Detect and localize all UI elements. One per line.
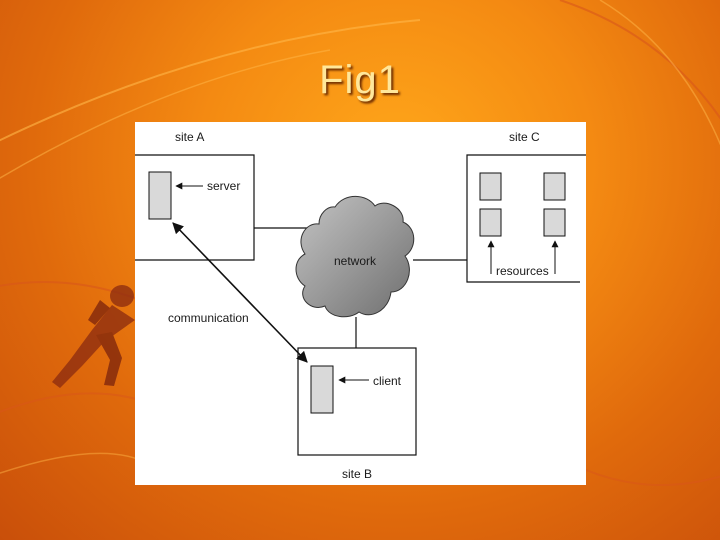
- resource-box: [543, 172, 566, 201]
- site-a-label: site A: [175, 130, 204, 144]
- site-c-label: site C: [509, 130, 540, 144]
- background-swoosh: [559, 0, 720, 120]
- communication-arrow: [172, 222, 308, 363]
- site-b-label: site B: [342, 467, 372, 481]
- client-label: client: [373, 374, 402, 388]
- diagram-panel: site A server site C resources network s…: [135, 122, 586, 485]
- resources-label: resources: [496, 264, 549, 278]
- client-host: [310, 365, 334, 414]
- background-swoosh: [0, 19, 421, 142]
- slide-title: Fig1: [319, 58, 401, 102]
- runner-silhouette: [52, 285, 135, 388]
- background-swoosh: [0, 452, 141, 474]
- resource-box: [479, 172, 502, 201]
- background-swoosh: [585, 469, 720, 486]
- site-c-box: [466, 154, 586, 283]
- background-swoosh: [0, 49, 331, 179]
- network-label: network: [334, 254, 377, 268]
- server-host: [148, 171, 172, 220]
- client-server-diagram: site A server site C resources network s…: [135, 130, 586, 481]
- background-swoosh: [0, 392, 141, 413]
- resource-box: [543, 208, 566, 237]
- resource-box: [479, 208, 502, 237]
- site-b-box: [297, 347, 417, 456]
- communication-label: communication: [168, 311, 249, 325]
- background-swoosh: [599, 0, 720, 146]
- server-label: server: [207, 179, 240, 193]
